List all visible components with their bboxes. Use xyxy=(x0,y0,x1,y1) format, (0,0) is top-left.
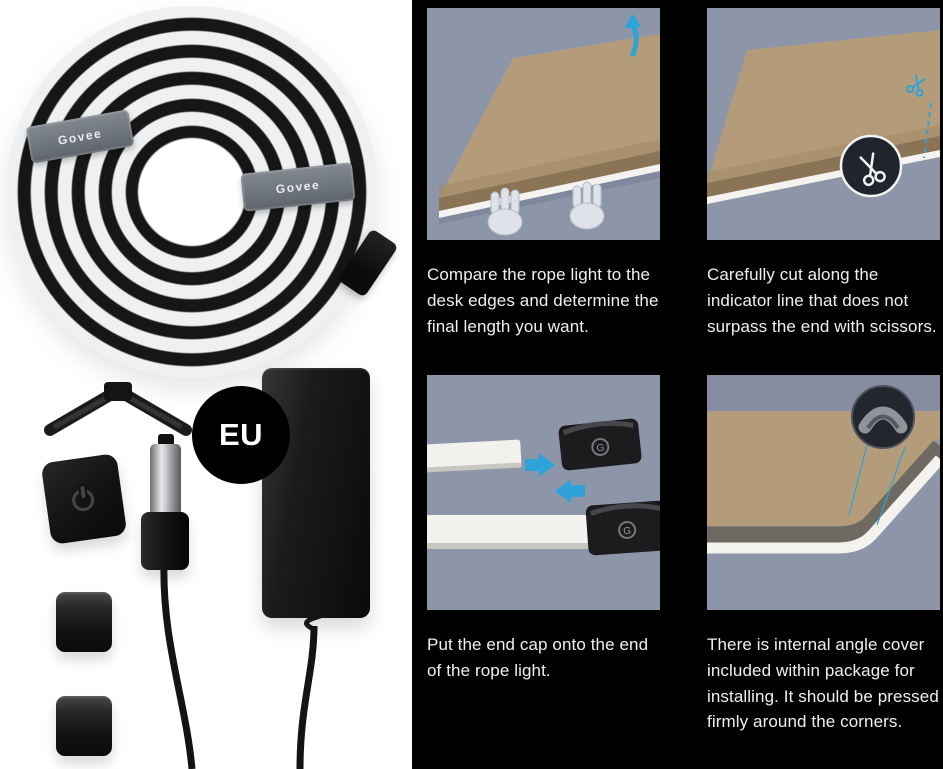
strap-brand-label: Govee xyxy=(275,177,321,197)
rope-light-corner xyxy=(707,455,940,554)
desk-edge xyxy=(707,440,940,544)
scissors-badge xyxy=(839,134,903,198)
step-3-illustration: G G xyxy=(427,375,660,610)
velcro-strap: Govee xyxy=(25,109,135,164)
rope-light-coil: Govee Govee xyxy=(6,6,399,378)
corner-bracket xyxy=(44,382,192,436)
govee-logo: G xyxy=(596,443,605,455)
rope-end-connector xyxy=(337,228,399,298)
up-arrow-icon xyxy=(624,14,641,58)
instruction-steps: Compare the rope light to the desk edges… xyxy=(412,0,943,769)
step-2-illustration xyxy=(707,8,940,240)
panel-background xyxy=(427,375,660,610)
hands xyxy=(487,181,605,236)
eu-plug-badge: EU xyxy=(192,386,290,484)
rope-segment-long xyxy=(427,515,603,549)
step-4: There is internal angle cover included w… xyxy=(707,375,940,735)
power-icon-bar xyxy=(80,485,86,499)
angle-cover-zoom xyxy=(851,385,915,449)
scissors-small-icon xyxy=(906,74,926,97)
left-arrow-icon xyxy=(555,479,585,503)
rope-segment-short xyxy=(427,439,522,473)
step-4-caption: There is internal angle cover included w… xyxy=(707,635,939,732)
step-3-caption: Put the end cap onto the end of the rope… xyxy=(427,635,649,680)
dc-plug-barrel xyxy=(150,444,181,516)
govee-logo: G xyxy=(623,526,632,538)
strap-brand-label: Govee xyxy=(56,125,104,148)
dc-plug-base xyxy=(141,512,189,570)
step-2-caption: Carefully cut along the indicator line t… xyxy=(707,265,937,336)
end-cap-loose: G xyxy=(558,418,642,471)
power-icon xyxy=(69,484,98,513)
step-1: Compare the rope light to the desk edges… xyxy=(427,8,660,339)
eu-badge-label: EU xyxy=(218,417,264,452)
step-1-illustration xyxy=(427,8,660,240)
end-cap xyxy=(56,696,112,756)
dc-plug-tip xyxy=(158,434,174,446)
right-arrow-icon xyxy=(525,453,555,477)
step-1-caption: Compare the rope light to the desk edges… xyxy=(427,265,659,336)
power-button-module xyxy=(40,453,128,545)
step-3: G G Put the end cap onto xyxy=(427,375,660,684)
callout-lines xyxy=(848,444,906,526)
dc-plug-cable xyxy=(160,561,196,769)
velcro-strap: Govee xyxy=(240,162,356,212)
end-cap xyxy=(56,592,112,652)
end-cap-attached: G xyxy=(585,500,660,556)
adapter-cable xyxy=(296,593,322,769)
step-4-illustration xyxy=(707,375,940,610)
product-gallery: Govee Govee xyxy=(0,0,412,769)
angle-cover xyxy=(858,406,908,434)
cut-indicator-line xyxy=(923,102,932,159)
step-2: Carefully cut along the indicator line t… xyxy=(707,8,940,339)
